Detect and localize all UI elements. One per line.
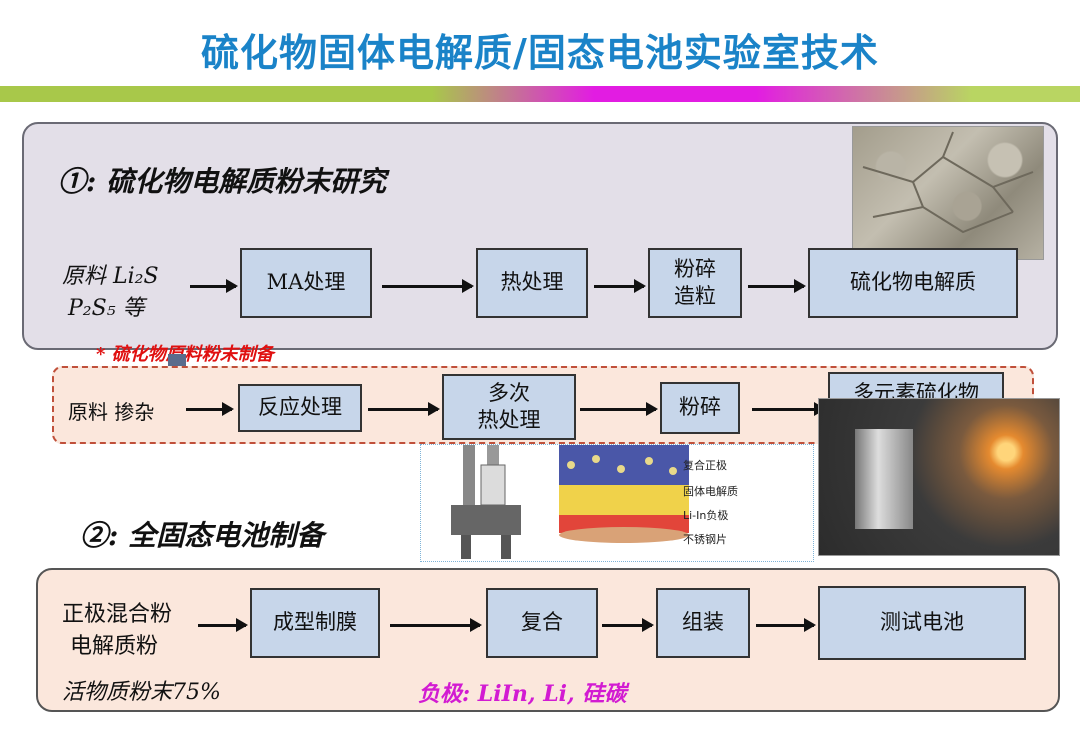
- header-band: [0, 86, 1080, 102]
- section1-input-line2: P₂S₅ 等: [68, 296, 145, 321]
- section1b-input: 原料 掺杂: [68, 400, 155, 424]
- step-grind-granulate: 粉碎 造粒: [648, 248, 742, 318]
- led-test-photo: [818, 398, 1060, 556]
- arrow: [756, 618, 816, 632]
- section2-input-line2: 电解质粉: [70, 634, 159, 659]
- arrow: [752, 402, 826, 416]
- arrow: [580, 402, 658, 416]
- section2-input-line3: 活物质粉末75%: [62, 680, 221, 705]
- diagram-label-cathode: 复合正极: [683, 459, 727, 472]
- section2-input-line1: 正极混合粉: [62, 602, 173, 627]
- page-title: 硫化物固体电解质/固态电池实验室技术: [201, 31, 879, 75]
- arrow: [390, 618, 482, 632]
- cell-holder-image: [855, 429, 913, 529]
- section1-heading: ①: 硫化物电解质粉末研究: [58, 165, 387, 198]
- step-multiple-heat-treatment: 多次 热处理: [442, 374, 576, 440]
- arrow: [748, 279, 806, 293]
- diagram-label-electrolyte: 固体电解质: [683, 485, 738, 498]
- step-test-battery: 测试电池: [818, 586, 1026, 660]
- step-assemble: 组装: [656, 588, 750, 658]
- arrow: [368, 402, 440, 416]
- connector-tab: [168, 354, 186, 366]
- anode-note: 负极: LiIn, Li, 硅碳: [418, 681, 627, 707]
- diagram-label-steel: 不锈钢片: [683, 533, 727, 546]
- arrow: [382, 279, 474, 293]
- arrow: [190, 279, 238, 293]
- powder-photo: [852, 126, 1044, 260]
- step-composite: 复合: [486, 588, 598, 658]
- diagram-label-anode: Li-In负极: [683, 509, 729, 522]
- arrow: [198, 618, 248, 632]
- cell-diagram: 复合正极 固体电解质 Li-In负极 不锈钢片: [420, 444, 814, 562]
- section1-input-line1: 原料 Li₂S: [62, 264, 159, 289]
- arrow: [186, 402, 234, 416]
- section2-heading: ②: 全固态电池制备: [80, 519, 325, 552]
- arrow: [594, 279, 646, 293]
- step-ma-process: MA处理: [240, 248, 372, 318]
- step-forming-film: 成型制膜: [250, 588, 380, 658]
- step-heat-treatment: 热处理: [476, 248, 588, 318]
- step-reaction-process: 反应处理: [238, 384, 362, 432]
- step-sulfide-electrolyte: 硫化物电解质: [808, 248, 1018, 318]
- arrow: [602, 618, 654, 632]
- step-grind: 粉碎: [660, 382, 740, 434]
